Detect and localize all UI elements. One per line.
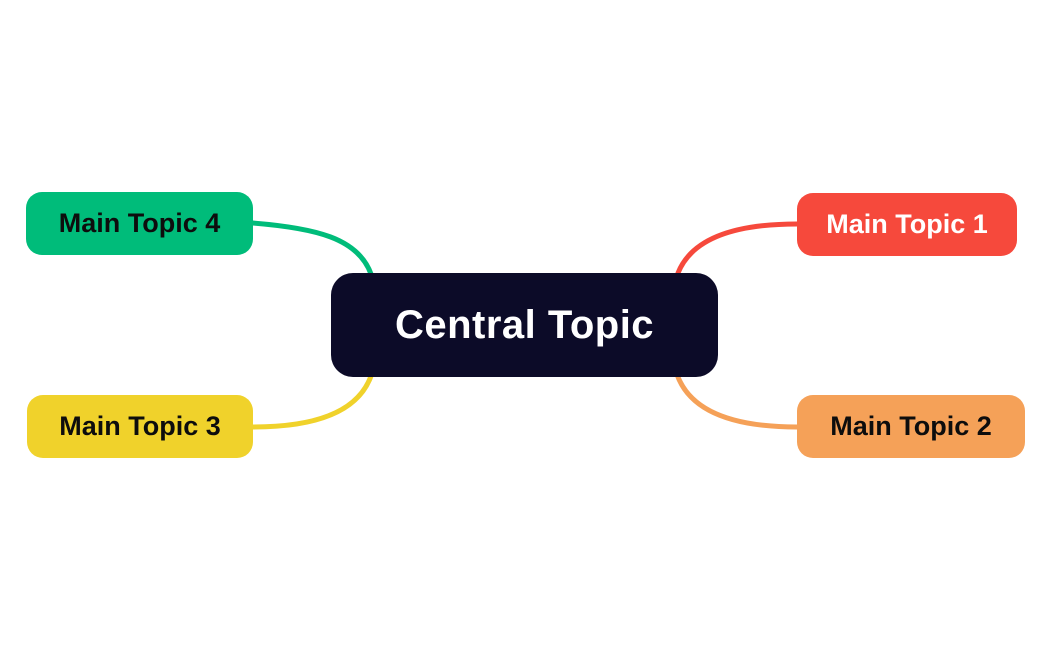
main-topic-2-label: Main Topic 2 xyxy=(830,411,992,441)
main-topic-2-node[interactable]: Main Topic 2 xyxy=(797,395,1025,458)
main-topic-4-label: Main Topic 4 xyxy=(58,208,221,238)
main-topic-1-node[interactable]: Main Topic 1 xyxy=(797,193,1017,256)
connector-main-topic-1 xyxy=(675,221,800,276)
connector-main-topic-4 xyxy=(250,220,374,277)
central-topic-node[interactable]: Central Topic xyxy=(331,273,718,377)
main-topic-3-label: Main Topic 3 xyxy=(59,411,221,441)
main-topic-1-label: Main Topic 1 xyxy=(826,209,988,239)
main-topic-3-node[interactable]: Main Topic 3 xyxy=(27,395,253,458)
main-topic-4-node[interactable]: Main Topic 4 xyxy=(26,192,253,255)
central-topic-label: Central Topic xyxy=(394,302,655,347)
connector-main-topic-3 xyxy=(250,373,374,430)
connector-main-topic-2 xyxy=(675,374,800,430)
